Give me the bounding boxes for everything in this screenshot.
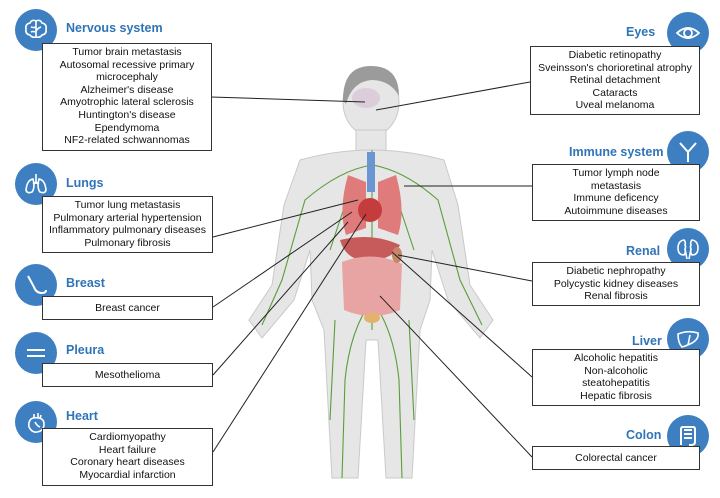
disease-item: steatohepatitis [582, 377, 650, 390]
disease-item: Cardiomyopathy [89, 431, 166, 443]
disease-item: Heart failure [98, 443, 157, 456]
left-lung-shape [342, 175, 366, 235]
disease-item: Breast cancer [95, 302, 160, 314]
disease-item: Alcoholic hepatitis [573, 352, 659, 364]
immune-system-list: Tumor lymph node metastasis Immune defic… [532, 164, 700, 221]
eyes-title: Eyes [626, 25, 656, 39]
disease-item: Diabetic retinopathy [568, 49, 662, 61]
hair-shape [343, 66, 399, 104]
disease-item: Mesothelioma [94, 369, 161, 381]
heart-list: Cardiomyopathy Heart failure Coronary he… [42, 428, 213, 486]
liver-organ-shape [340, 236, 400, 261]
intestine-shape [342, 256, 402, 316]
pleura-title: Pleura [66, 343, 105, 357]
leader-nervous [210, 96, 366, 103]
leader-heart [212, 213, 367, 453]
leader-renal [397, 254, 533, 282]
leader-eyes [375, 81, 531, 111]
disease-item: Non-alcoholic [584, 364, 648, 377]
disease-item: Tumor brain metastasis [72, 46, 182, 58]
disease-item: Alzheimer's disease [80, 83, 174, 96]
right-lung-shape [378, 175, 402, 235]
disease-item: Pulmonary fibrosis [84, 236, 171, 249]
disease-item: Renal fibrosis [584, 290, 648, 303]
disease-item: Diabetic nephropathy [566, 265, 666, 277]
disease-item: Tumor lymph node [572, 167, 660, 179]
disease-item: Huntington's disease [78, 108, 176, 121]
lungs-list: Tumor lung metastasis Pulmonary arterial… [42, 196, 213, 253]
disease-item: Colorectal cancer [575, 452, 657, 464]
disease-item: Retinal detachment [569, 74, 661, 87]
bladder-shape [364, 313, 380, 323]
nervous-system-title: Nervous system [66, 21, 163, 35]
disease-item: Immune deficency [573, 192, 659, 205]
disease-item: Myocardial infarction [79, 468, 176, 481]
disease-item: Uveal melanoma [575, 99, 655, 112]
lungs-title: Lungs [66, 176, 104, 190]
disease-item: Pulmonary arterial hypertension [53, 211, 202, 224]
renal-list: Diabetic nephropathy Polycystic kidney d… [532, 262, 700, 306]
liver-title: Liver [632, 334, 662, 348]
renal-title: Renal [626, 244, 661, 258]
disease-item: Coronary heart diseases [70, 456, 185, 469]
leader-lines [210, 81, 533, 458]
trachea-shape [367, 152, 375, 192]
heart-title: Heart [66, 409, 98, 423]
leader-colon [379, 295, 533, 458]
eyes-list: Diabetic retinopathy Sveinsson's chorior… [530, 46, 700, 115]
disease-item: Cataracts [592, 86, 638, 99]
brain-shape [352, 88, 380, 108]
disease-item: Ependymoma [94, 121, 160, 134]
breast-title: Breast [66, 276, 105, 290]
immune-system-title: Immune system [569, 145, 664, 159]
leader-lungs [212, 199, 359, 238]
disease-item: Tumor lung metastasis [74, 199, 181, 211]
nervous-system-list: Tumor brain metastasis Autosomal recessi… [42, 43, 212, 151]
disease-item: Amyotrophic lateral sclerosis [60, 96, 194, 109]
disease-item: metastasis [590, 179, 642, 192]
breast-list: Breast cancer [42, 296, 213, 320]
liver-list: Alcoholic hepatitis Non-alcoholic steato… [532, 349, 700, 406]
pleura-list: Mesothelioma [42, 363, 213, 387]
disease-item: Inflammatory pulmonary diseases [49, 224, 206, 237]
leader-pleura [212, 221, 349, 376]
leader-breast [212, 211, 353, 308]
colon-list: Colorectal cancer [532, 446, 700, 470]
leader-liver [391, 251, 533, 378]
disease-item: Autosomal recessive primary [59, 58, 195, 71]
disease-item: Hepatic fibrosis [580, 389, 652, 402]
disease-item: NF2-related schwannomas [64, 134, 190, 147]
disease-item: microcephaly [96, 71, 158, 84]
colon-title: Colon [626, 428, 662, 442]
disease-item: Autoimmune diseases [564, 204, 668, 217]
disease-item: Polycystic kidney diseases [553, 277, 679, 290]
heart-organ-shape [358, 198, 382, 222]
organs [340, 152, 402, 323]
disease-item: Sveinsson's chorioretinal atrophy [538, 61, 692, 74]
